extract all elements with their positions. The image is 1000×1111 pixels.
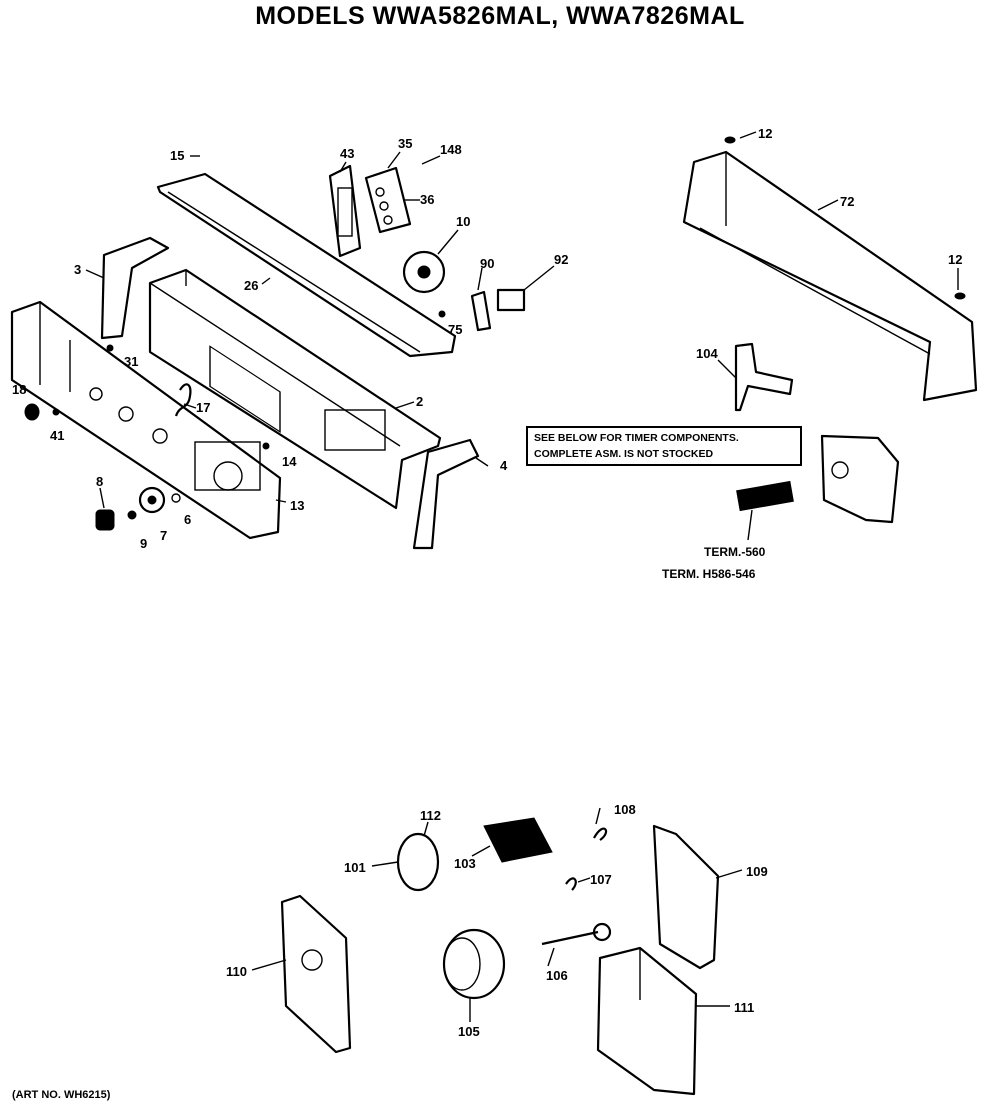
screw-part-12-right [954,292,966,300]
backsplash-trim-part-26 [156,172,457,358]
screw-part-6 [171,493,181,503]
label-terminal-560: TERM.-560 [704,545,766,559]
label-part-6: 6 [184,512,191,527]
knob-dial-part-7 [138,486,166,514]
label-part-35: 35 [398,136,412,151]
label-part-108: 108 [614,802,636,817]
label-part-105: 105 [458,1024,480,1039]
leader-lines [85,131,959,1022]
timer-note: SEE BELOW FOR TIMER COMPONENTS. COMPLETE… [526,426,802,466]
bracket-part-104 [734,342,794,412]
label-part-9: 9 [140,536,147,551]
label-part-31: 31 [124,354,138,369]
knob-part-8 [95,509,115,531]
screw-part-31 [106,344,114,352]
label-terminal-h586: TERM. H586-546 [662,567,756,581]
label-part-13: 13 [290,498,304,513]
label-part-112: 112 [420,808,441,823]
pressure-switch-part-10 [402,250,446,294]
end-cap-right-part-4 [412,438,480,550]
label-part-110: 110 [226,964,247,979]
label-part-3: 3 [74,262,81,277]
shaft-part-106 [541,922,612,946]
art-number: (ART NO. WH6215) [12,1089,111,1101]
timer-assembly [820,434,900,524]
timer-note-line-2: COMPLETE ASM. IS NOT STOCKED [534,448,714,460]
end-cap-left-part-3 [100,236,170,340]
label-part-101: 101 [344,860,366,875]
label-part-15: 15 [170,148,184,163]
label-part-106: 106 [546,968,568,983]
bracket-part-90 [470,290,492,332]
page-title: MODELS WWA5826MAL, WWA7826MAL [255,2,745,30]
label-part-10: 10 [456,214,470,229]
label-part-12-top: 12 [758,126,772,141]
label-part-26: 26 [244,278,258,293]
terminal-block [736,480,794,512]
label-part-109: 109 [746,864,768,879]
clip-part-107 [565,877,577,891]
label-part-72: 72 [840,194,854,209]
label-part-103: 103 [454,856,476,871]
label-part-148: 148 [440,142,462,157]
screw-part-12-top [724,136,736,144]
timer-note-line-1: SEE BELOW FOR TIMER COMPONENTS. [534,432,739,444]
label-part-41: 41 [50,428,64,443]
cam-stack-part-103 [483,817,553,863]
switch-part-36 [364,166,412,234]
label-part-90: 90 [480,256,494,271]
cam-drum-part-105 [442,928,506,1000]
screw-part-41 [52,408,60,416]
bracket-part-43 [328,164,362,258]
spring-part-9 [127,510,137,520]
frame-part-109 [652,824,720,970]
screw-part-75 [438,310,446,318]
cover-part-111 [596,946,698,1096]
screw-part-14 [262,442,270,450]
clip-part-108 [593,827,608,841]
label-part-43: 43 [340,146,354,161]
wire-harness-part-17 [174,383,192,417]
control-housing-part-2 [148,268,442,510]
switch-part-92 [496,288,526,312]
backsplash-part-72 [682,150,978,402]
label-part-111: 111 [734,1000,754,1015]
label-part-107: 107 [590,872,612,887]
label-part-75: 75 [448,322,462,337]
frame-plate-part-110 [280,894,352,1054]
label-part-4: 4 [500,458,508,473]
label-part-12-right: 12 [948,252,962,267]
knob-part-18 [24,403,40,421]
label-part-92: 92 [554,252,568,267]
label-part-7: 7 [160,528,167,543]
timer-motor-part-101 [396,832,440,892]
control-panel-part-13 [10,300,282,540]
label-part-8: 8 [96,474,103,489]
label-part-36: 36 [420,192,434,207]
label-part-17: 17 [196,400,210,415]
label-part-104: 104 [696,346,718,361]
label-part-2: 2 [416,394,423,409]
label-part-14: 14 [282,454,297,469]
label-part-18: 18 [12,382,26,397]
